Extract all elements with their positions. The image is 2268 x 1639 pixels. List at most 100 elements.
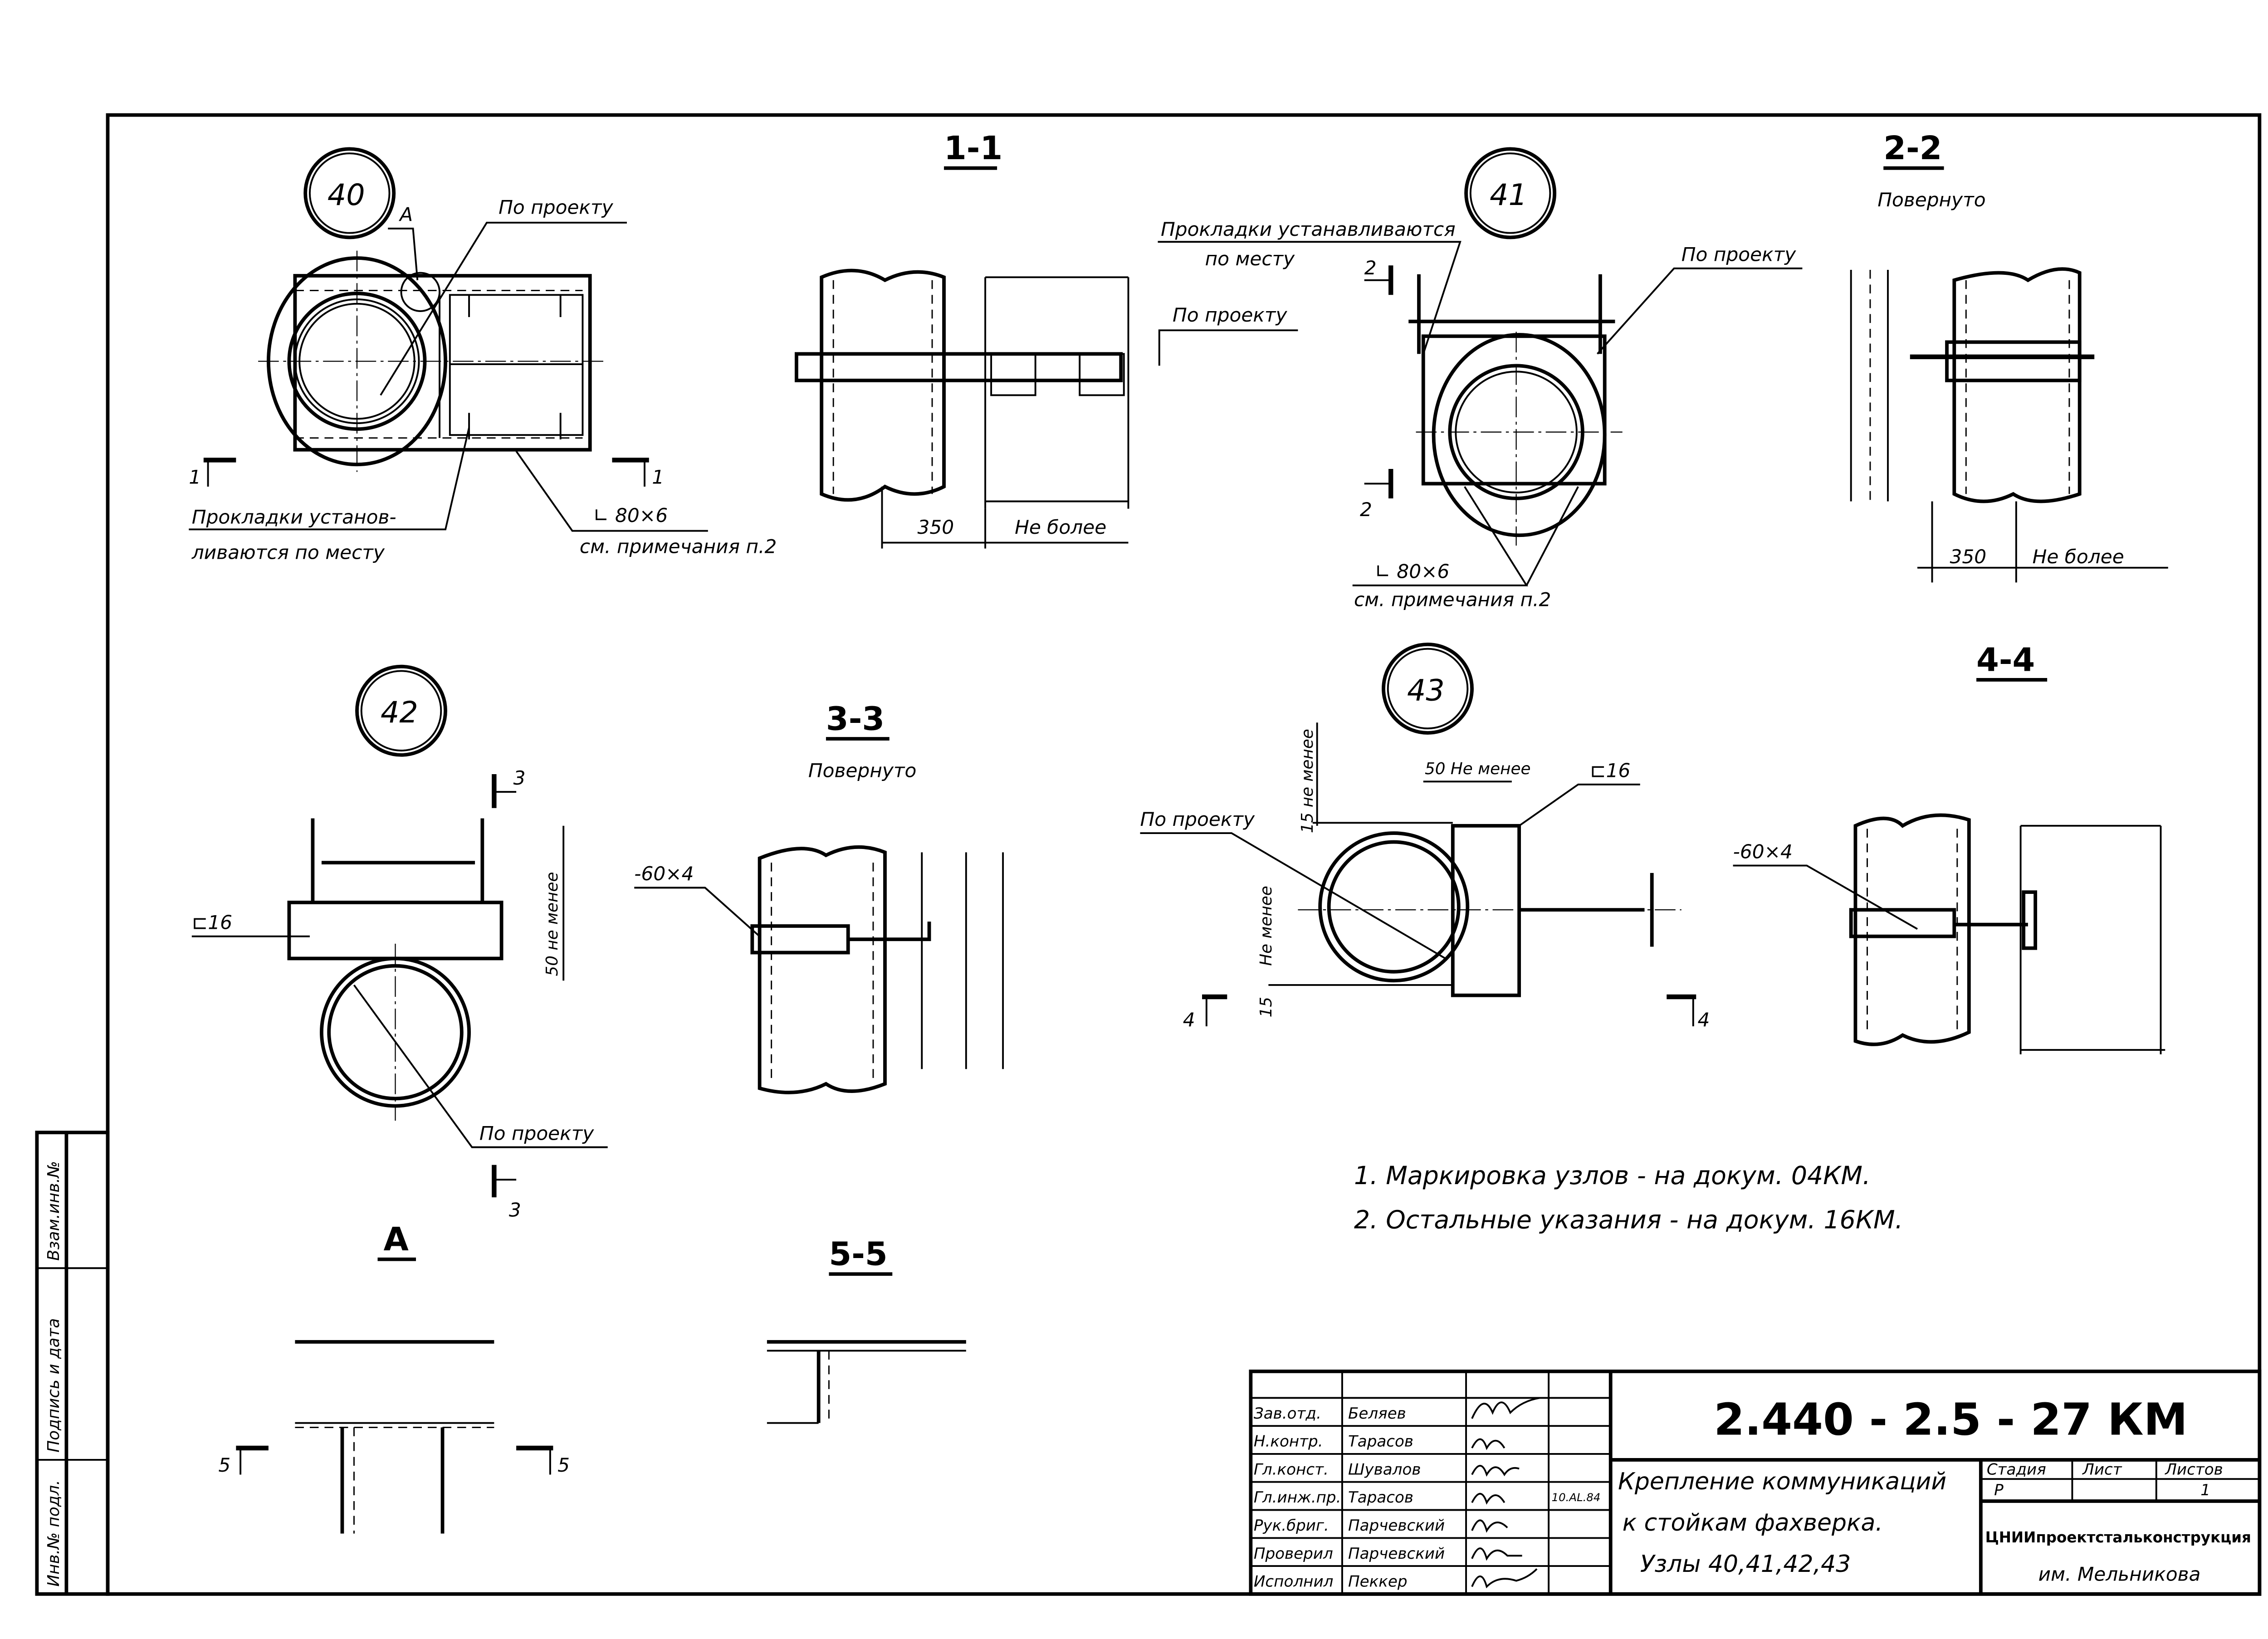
- dim-50-not-less: 50 не менее: [543, 872, 562, 976]
- not-more-label: Не более: [1015, 516, 1106, 538]
- title-row: Гл.конст. Шувалов: [1254, 1460, 1421, 1478]
- note-2: 2. Остальные указания - на докум. 16КМ.: [1354, 1205, 1903, 1234]
- svg-text:Парчевский: Парчевский: [1348, 1517, 1445, 1535]
- side-stamp: Инв.№ подл. Подпись и дата Взам.инв.№: [35, 1131, 110, 1596]
- svg-text:Гл.инж.пр.: Гл.инж.пр.: [1254, 1488, 1341, 1507]
- node-43-number: 43: [1407, 673, 1445, 707]
- svg-text:4: 4: [1698, 1009, 1710, 1031]
- section-1-mark-right: 1: [612, 458, 664, 488]
- title-row: Рук.бриг. Парчевский: [1254, 1517, 1445, 1535]
- pads-label-line2: по месту: [1205, 248, 1295, 270]
- title-row: Исполнил Пеккер: [1254, 1573, 1408, 1591]
- drawing-title-line2: к стойкам фахверка.: [1623, 1509, 1883, 1537]
- channel-label: ⊏16: [192, 911, 232, 933]
- node-42-number: 42: [381, 696, 418, 730]
- dim-50-not-less: 50 Не менее: [1425, 760, 1530, 778]
- strip-label: -60×4: [634, 863, 694, 885]
- note-1: 1. Маркировка узлов - на докум. 04КМ.: [1354, 1161, 1871, 1190]
- svg-text:1: 1: [652, 466, 664, 488]
- title-row: Проверил Парчевский: [1254, 1545, 1445, 1563]
- svg-text:Пеккер: Пеккер: [1348, 1573, 1408, 1591]
- svg-text:4: 4: [1183, 1009, 1195, 1031]
- see-note-label: см. примечания п.2: [1354, 588, 1551, 610]
- not-more-label: Не более: [2033, 546, 2124, 568]
- notes: 1. Маркировка узлов - на докум. 04КМ. 2.…: [1354, 1161, 1903, 1235]
- node-40: 40 А По проекту 1 1 Прокладки установ- л…: [189, 147, 777, 563]
- section-5-5-title: 5-5: [829, 1235, 887, 1273]
- section-4-mark-left: 4: [1183, 994, 1227, 1031]
- side-stamp-sign: Подпись и дата: [44, 1318, 63, 1453]
- node-42: 42 ⊏16 3 3 50 не менее По проекту: [192, 664, 608, 1221]
- svg-text:3: 3: [509, 1199, 521, 1221]
- svg-text:Шувалов: Шувалов: [1348, 1460, 1421, 1478]
- by-project-label: По проекту: [499, 196, 613, 218]
- svg-text:Гл.конст.: Гл.конст.: [1254, 1460, 1329, 1478]
- level-by-project: По проекту: [1173, 304, 1287, 326]
- angle-label: ∟ 80×6: [593, 504, 668, 527]
- svg-text:5: 5: [218, 1454, 230, 1476]
- pads-label-line1: Прокладки установ-: [192, 506, 396, 528]
- document-code: 2.440 - 2.5 - 27 КМ: [1714, 1394, 2188, 1446]
- section-5-mark-left: 5: [218, 1445, 269, 1476]
- svg-text:Исполнил: Исполнил: [1254, 1573, 1334, 1591]
- title-row: Н.контр. Тарасов: [1254, 1433, 1413, 1451]
- organization-subname: им. Мельникова: [2038, 1563, 2201, 1585]
- callout-a: А: [398, 204, 413, 226]
- dim-15-not-less: 15 не менее: [1298, 729, 1317, 833]
- svg-text:10.AL.84: 10.AL.84: [1552, 1491, 1601, 1504]
- signature-scribbles: [1471, 1397, 1540, 1589]
- see-note-label: см. примечания п.2: [580, 535, 777, 557]
- side-stamp-inv: Инв.№ подл.: [44, 1480, 63, 1586]
- stage-value: Р: [1994, 1481, 2004, 1499]
- section-1-mark-left: 1: [189, 458, 236, 488]
- section-3-3: 3-3 Повернуто -60×4: [634, 700, 1004, 1094]
- section-2-2-title: 2-2: [1883, 129, 1942, 167]
- node-41: 41 Прокладки устанавливаются по месту По…: [1158, 147, 1803, 610]
- by-project-label: По проекту: [1140, 808, 1255, 830]
- title-row: Гл.инж.пр. Тарасов 10.AL.84: [1254, 1488, 1601, 1507]
- node-43: 43 15 не менее 50 Не менее ⊏16 По проект…: [1140, 642, 1710, 1031]
- by-project-label: По проекту: [479, 1122, 594, 1144]
- pads-label-line2: ливаются по месту: [191, 541, 385, 563]
- svg-text:2: 2: [1364, 257, 1377, 279]
- section-3-3-title: 3-3: [826, 700, 885, 737]
- view-a: А 5 5: [218, 1220, 570, 1534]
- section-2-mark-bottom: 2: [1360, 468, 1393, 521]
- section-3-3-subtitle: Повернуто: [808, 760, 916, 782]
- sheet-label: Лист: [2082, 1460, 2122, 1478]
- section-3-mark-bottom: 3: [492, 1165, 521, 1221]
- svg-text:2: 2: [1360, 498, 1372, 521]
- svg-text:Проверил: Проверил: [1254, 1545, 1333, 1563]
- svg-text:Тарасов: Тарасов: [1348, 1433, 1413, 1451]
- section-4-4: 4-4 -60×4: [1733, 641, 2165, 1054]
- svg-text:Рук.бриг.: Рук.бриг.: [1254, 1517, 1329, 1535]
- svg-text:1: 1: [189, 466, 201, 488]
- section-1-1-title: 1-1: [944, 129, 1002, 167]
- drawing-title-line1: Крепление коммуникаций: [1618, 1468, 1946, 1495]
- title-block: Зав.отд. Беляев Н.контр. Тарасов Гл.конст.…: [1249, 1369, 2262, 1596]
- sheet-frame: [106, 113, 2262, 1596]
- strip-label: -60×4: [1733, 840, 1793, 863]
- sheets-label: Листов: [2164, 1460, 2223, 1478]
- svg-text:Зав.отд.: Зав.отд.: [1254, 1405, 1321, 1423]
- stage-label: Стадия: [1987, 1460, 2046, 1478]
- channel-label: ⊏16: [1590, 760, 1630, 782]
- sheets-value: 1: [2200, 1481, 2210, 1499]
- section-2-2: 2-2 Повернуто 350 Не более: [1850, 129, 2168, 583]
- node-41-number: 41: [1490, 178, 1527, 212]
- angle-label: ∟ 80×6: [1374, 561, 1449, 583]
- svg-text:Н.контр.: Н.контр.: [1254, 1433, 1323, 1451]
- drawing-title-line3: Узлы 40,41,42,43: [1640, 1551, 1851, 1578]
- title-row: Зав.отд. Беляев: [1254, 1405, 1406, 1423]
- dim-not-less: Не менее: [1257, 886, 1276, 966]
- node-40-number: 40: [327, 178, 365, 212]
- view-a-title: А: [383, 1220, 408, 1258]
- svg-text:Беляев: Беляев: [1348, 1405, 1406, 1423]
- section-5-mark-right: 5: [516, 1445, 570, 1476]
- section-4-4-title: 4-4: [1976, 641, 2035, 678]
- svg-text:Тарасов: Тарасов: [1348, 1488, 1413, 1507]
- section-5-5: 5-5: [767, 1235, 966, 1424]
- svg-text:Парчевский: Парчевский: [1348, 1545, 1445, 1563]
- svg-text:3: 3: [513, 767, 526, 789]
